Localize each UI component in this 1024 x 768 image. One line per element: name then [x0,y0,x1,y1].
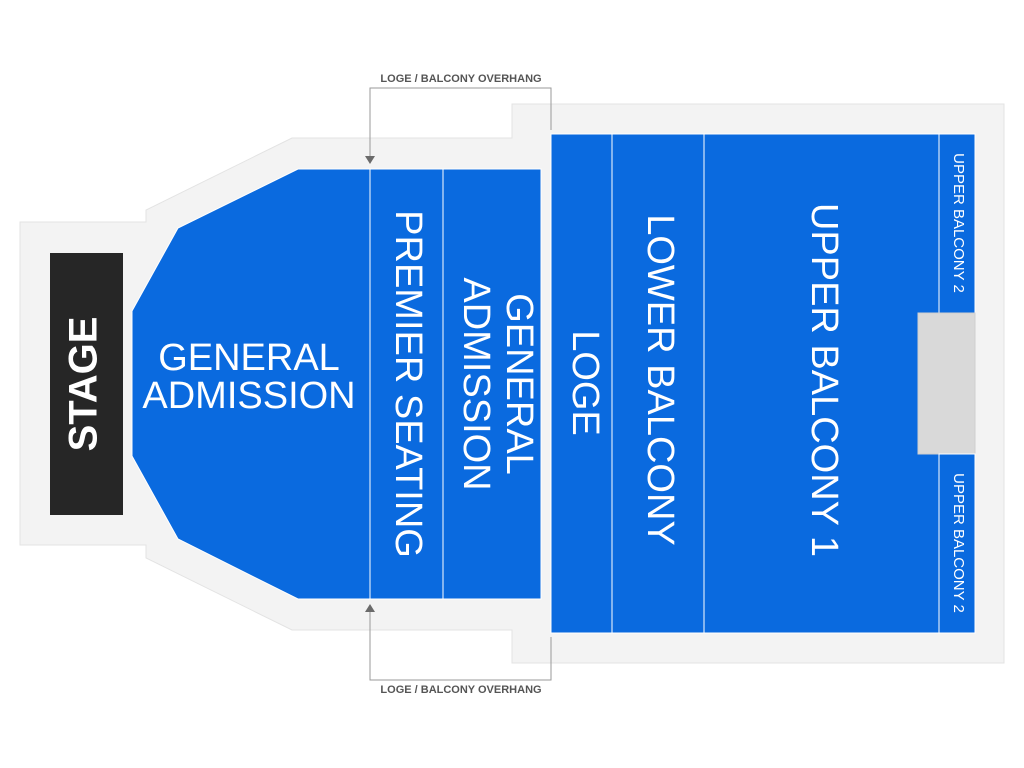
section-general-admission-floor[interactable]: GENERAL ADMISSION [131,168,371,600]
overhang-top-leader [369,87,552,156]
section-premier-seating[interactable]: PREMIER SEATING [369,168,444,600]
upper-balcony-2-top-label: UPPER BALCONY 2 [950,153,967,293]
section-upper-balcony-2-top[interactable]: UPPER BALCONY 2 [938,133,976,314]
stage-label: STAGE [62,317,106,452]
upper-balcony-2-bottom-area[interactable] [938,453,976,634]
overhang-bottom-arrow-icon [365,604,375,612]
section-lower-balcony[interactable]: LOWER BALCONY [611,133,705,634]
section-loge[interactable]: LOGE [550,133,613,634]
section-general-admission-rear[interactable]: GENERAL ADMISSION [442,168,542,600]
lower-balcony-label: LOWER BALCONY [639,214,681,546]
upper-balcony-1-label: UPPER BALCONY 1 [803,203,845,557]
overhang-annotation-bottom: LOGE / BALCONY OVERHANG [365,604,552,696]
section-upper-balcony-1[interactable]: UPPER BALCONY 1 [703,133,940,634]
loge-area[interactable] [550,133,613,634]
general-admission-rear-label-line2: ADMISSION [455,277,497,490]
lower-balcony-area[interactable] [611,133,705,634]
upper-balcony-gap [917,312,976,455]
premier-seating-area[interactable] [369,168,444,600]
overhang-bottom-leader [369,612,552,681]
overhang-annotation-top: LOGE / BALCONY OVERHANG [365,73,552,164]
upper-balcony-1-area[interactable] [703,133,940,634]
upper-balcony-2-bottom-label: UPPER BALCONY 2 [950,473,967,613]
stage-block [50,253,123,515]
loge-label: LOGE [564,330,606,436]
section-upper-balcony-2-bottom[interactable]: UPPER BALCONY 2 [938,453,976,634]
general-admission-floor-label-line1: GENERAL [158,337,340,379]
premier-seating-label: PREMIER SEATING [387,210,429,558]
stage: STAGE [50,253,123,515]
general-admission-rear-label-line1: GENERAL [498,293,540,475]
general-admission-floor-label-line2: ADMISSION [142,375,355,417]
upper-balcony-2-top-area[interactable] [938,133,976,314]
overhang-top-arrow-icon [365,156,375,164]
general-admission-rear-area[interactable] [442,168,542,600]
overhang-top-label: LOGE / BALCONY OVERHANG [380,73,541,85]
overhang-bottom-label: LOGE / BALCONY OVERHANG [380,684,541,696]
